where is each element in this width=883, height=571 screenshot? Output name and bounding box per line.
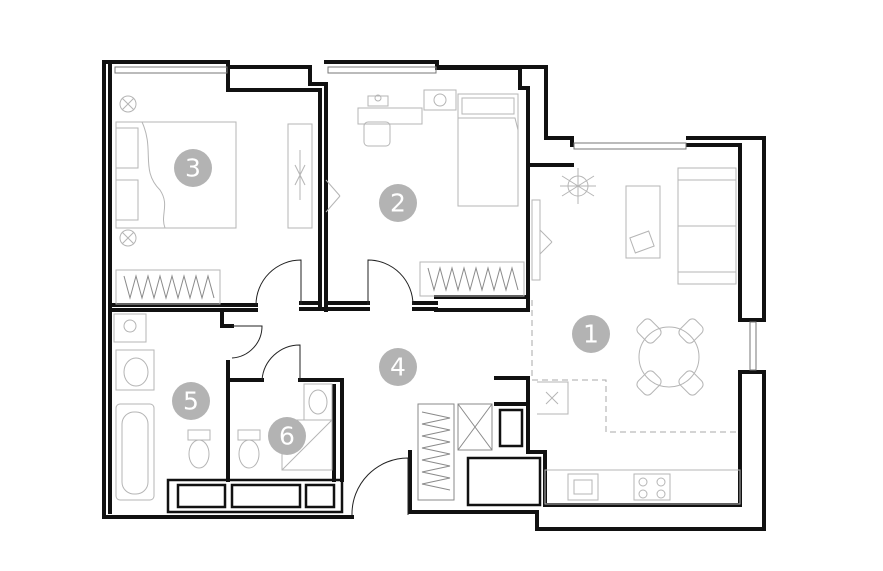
living-room-furniture [531,167,741,505]
pillow [461,97,515,115]
bedroom-2-furniture [357,89,525,297]
bathroom-5-fixtures [113,313,211,501]
exterior-walls [102,60,766,531]
doors [231,259,414,516]
hall-furniture [417,403,493,501]
door-bedroom-2 [367,259,414,306]
bathtub [115,403,155,501]
room-number: 4 [390,353,406,382]
hall-wardrobe [417,403,455,501]
lamp-icon [119,95,137,113]
pillow [115,127,139,169]
double-bed [115,121,237,229]
dresser [287,123,313,229]
kitchen-counter [544,469,741,505]
tv-unit [531,199,541,281]
washing-machine [113,313,147,343]
pillow [115,179,139,221]
room-number: 6 [279,422,295,451]
room-badge-2: 2 [379,184,417,222]
dining-chair [678,370,704,396]
door-bedroom-3 [255,259,302,306]
room-badge-1: 1 [572,315,610,353]
lamp-icon [433,93,447,107]
window-bedroom-2 [327,66,437,74]
interior-walls [111,163,547,514]
room-number: 2 [390,189,406,218]
window-living [573,142,687,150]
stove-icon [633,473,671,501]
nightstand [423,89,457,111]
sink-icon [115,349,155,391]
sink-icon [567,473,599,501]
sink-icon [303,383,333,421]
dining-chair [636,370,662,396]
coffee-table [625,185,661,259]
kitchen-cabinet [537,381,569,415]
wardrobe [115,269,221,305]
window-living-east [749,321,757,371]
zone-boundary [531,300,740,433]
dining-table [638,326,700,388]
door-bathroom-6 [261,344,301,381]
bathroom-6-fixtures [237,383,333,471]
room-badge-6: 6 [268,417,306,455]
wardrobe [419,261,525,297]
room-badge-3: 3 [174,149,212,187]
room-badge-4: 4 [379,348,417,386]
plant-icon [560,168,596,204]
toilet-icon [238,439,260,469]
blanket-fold [141,121,166,229]
room-badge-5: 5 [172,382,210,420]
door-bathroom-5 [231,325,263,359]
desk-chair [363,121,391,147]
window-bedroom-3 [114,66,228,74]
windows [114,66,757,371]
single-bed [457,93,519,207]
room-number: 5 [183,387,199,416]
toilet-tank [237,429,261,441]
utility-cabinet [457,403,493,451]
monitor [367,95,389,107]
room-number: 1 [583,320,599,349]
dining-chair [636,318,662,344]
magazine-icon [629,230,655,254]
bedroom-3-furniture [115,95,341,305]
lamp-icon [119,229,137,247]
dining-chair [678,318,704,344]
toilet-icon [188,439,210,469]
door-entrance [351,457,409,516]
room-number: 3 [185,154,201,183]
toilet-tank [187,429,211,441]
